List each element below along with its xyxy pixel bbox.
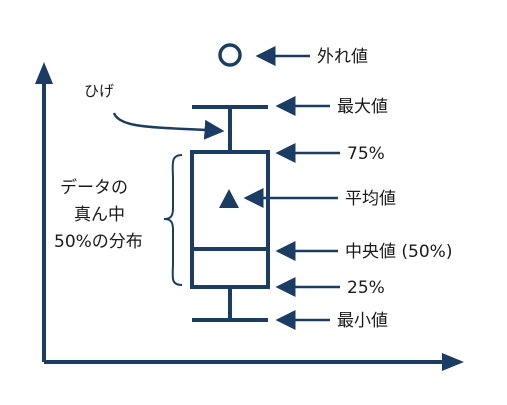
label-q3: 75% xyxy=(347,144,385,164)
iqr-box xyxy=(190,150,270,289)
label-whisker: ひげ xyxy=(84,82,114,100)
label-q1: 25% xyxy=(347,278,385,298)
box-plot xyxy=(190,43,270,322)
label-median: 中央値 (50%) xyxy=(345,242,452,262)
label-middle-line2: 真ん中 xyxy=(74,205,125,225)
left-labels: ひげ データの 真ん中 50%の分布 xyxy=(54,82,143,252)
label-middle-line3: 50%の分布 xyxy=(54,232,143,252)
x-axis-arrowhead xyxy=(442,353,464,371)
middle-brace xyxy=(163,154,183,286)
label-outlier: 外れ値 xyxy=(317,47,368,67)
mean-marker xyxy=(219,189,239,208)
label-arrows xyxy=(243,46,340,330)
label-mean: 平均値 xyxy=(345,189,396,209)
label-min: 最小値 xyxy=(337,311,388,331)
label-max: 最大値 xyxy=(337,97,388,117)
whisker-pointer xyxy=(112,112,225,140)
axes xyxy=(35,62,464,371)
right-labels: 外れ値 最大値 75% 平均値 中央値 (50%) 25% 最小値 xyxy=(317,47,452,331)
y-axis-arrowhead xyxy=(35,62,53,84)
label-middle-line1: データの xyxy=(60,177,128,198)
outlier-marker xyxy=(218,43,242,67)
